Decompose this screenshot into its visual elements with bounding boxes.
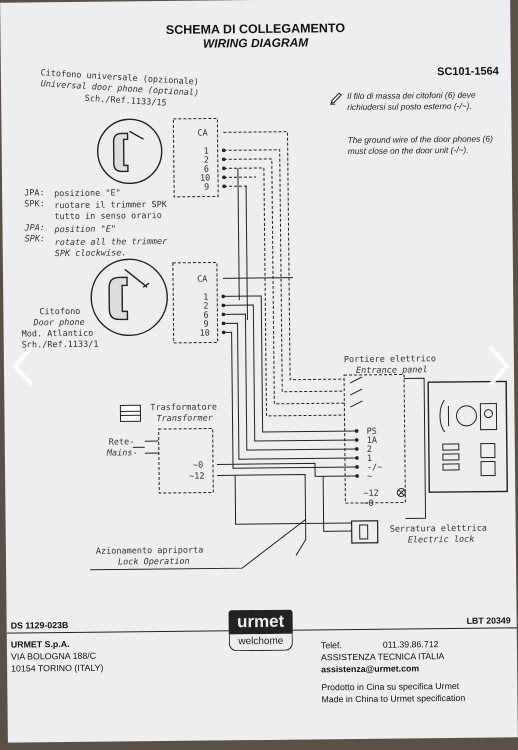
made-in-en: Made in China to Urmet specification [321, 692, 466, 705]
pencil-note-icon [329, 91, 343, 105]
door-phone-handset-icon [90, 258, 168, 337]
universal-phone-handset-icon [97, 118, 163, 185]
company-address-1: VIA BOLOGNA 188/C [10, 650, 97, 662]
lbt-code: LBT 20349 [466, 615, 511, 626]
urmet-logo: urmet welchome [228, 609, 293, 657]
doc-code: DS 1129-023B [10, 620, 69, 631]
next-arrow-button[interactable] [484, 336, 514, 396]
urmet-logo-tagline: welchome [228, 633, 293, 652]
prev-arrow-button[interactable] [8, 336, 38, 396]
wiring-diagram [90, 117, 508, 571]
urmet-logo-wordmark: urmet [228, 609, 293, 635]
chevron-left-icon [12, 346, 33, 386]
company-name: URMET S.p.A. [10, 638, 70, 650]
tech-assistance: ASSISTENZA TECNICA ITALIA [320, 651, 445, 663]
assistance-email: assistenza@urmet.com [321, 663, 420, 675]
company-address-2: 10154 TORINO (ITALY) [11, 662, 104, 674]
telephone-number: 011.39.86.712 [382, 639, 439, 650]
chevron-right-icon [489, 346, 510, 386]
telephone-label: Telef. [320, 640, 342, 651]
